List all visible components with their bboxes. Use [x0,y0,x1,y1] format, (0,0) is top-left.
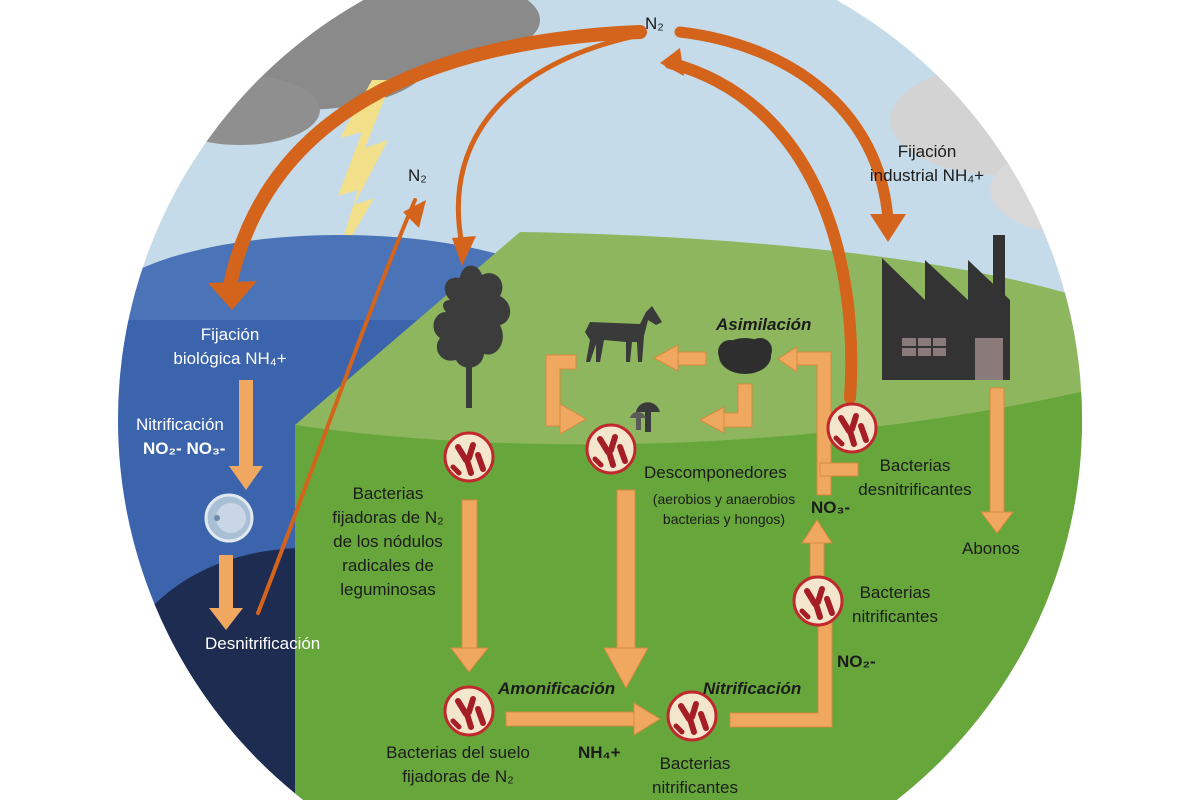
descomponedores-detalle: (aerobios y anaerobios bacterias y hongo… [640,489,808,529]
fijacion-biologica-line1: Fijación [200,325,260,344]
bacterias-fijadoras-nodulos-label: Bacterias fijadoras de N₂ de los nódulos… [318,482,458,602]
bfn-line4: radicales de [342,556,434,575]
bnr-line1: Bacterias [859,583,931,602]
bs-line2: fijadoras de N₂ [402,767,514,786]
bacterias-nitrificantes-bottom-label: Bacterias nitrificantes [640,752,750,800]
bd-line2: desnitrificantes [858,480,972,499]
bnb-line1: Bacterias [659,754,731,773]
horse-icon [585,306,662,362]
factory-icon [882,235,1010,380]
atmosphere-arcs [223,25,894,615]
water-arrows [209,380,263,630]
bnr-line2: nitrificantes [852,607,938,626]
nitrificacion-bottom-label: Nitrificación [703,679,802,698]
bfn-line2: fijadoras de N₂ [332,508,444,527]
bacterias-nitrificantes-right-label: Bacterias nitrificantes [840,581,950,629]
bfn-line5: leguminosas [340,580,436,599]
plankton-icon [204,493,254,543]
bacteria-icon [828,404,876,452]
n2-top-label: N₂ [645,14,664,33]
bacteria-icon [587,425,635,473]
bfn-line3: de los nódulos [333,532,443,551]
arrowhead [660,48,684,76]
bacterias-suelo-label: Bacterias del suelo fijadoras de N₂ [370,741,546,789]
bfn-line1: Bacterias [352,484,424,503]
lightning-icon [335,80,392,265]
bs-line1: Bacterias del suelo [386,743,530,762]
land-arrows [450,344,1015,736]
desc-detalle-line2: bacterias y hongos) [662,511,786,527]
descomponedores-label: Descomponedores [644,463,787,482]
shrub-icon [718,338,772,374]
bacterias-desnitrificantes-label: Bacterias desnitrificantes [840,454,990,502]
bacteria-icon [445,433,493,481]
fijacion-industrial-line1: Fijación [897,142,957,161]
tree-icon [433,265,511,408]
bacteria-icon [794,577,842,625]
desnitrificacion-label: Desnitrificación [205,634,321,653]
fijacion-industrial-label: Fijación industrial NH₄+ [862,140,992,188]
arrowhead [870,214,906,242]
asimilacion-label: Asimilación [716,315,812,334]
fijacion-biologica-label: Fijación biológica NH₄+ [150,323,310,371]
abonos-label: Abonos [962,539,1020,558]
nh4-label: NH₄+ [578,743,621,762]
fijacion-industrial-line2: industrial NH₄+ [869,166,985,185]
no2-no3-water-label: NO₂- NO₃- [143,439,226,458]
no2-label: NO₂- [837,652,876,671]
fijacion-biologica-line2: biológica NH₄+ [173,349,287,368]
arrowhead [452,236,476,266]
bd-line1: Bacterias [879,456,951,475]
bacteria-icon [445,687,493,735]
arrowhead [403,200,426,228]
no3-label: NO₃- [811,498,851,517]
nitrificacion-water-label: Nitrificación [136,415,224,434]
arrowhead [208,281,257,310]
desc-detalle-line1: (aerobios y anaerobios [652,491,796,507]
mushroom-icon [630,402,660,432]
n2-mid-label: N₂ [408,166,427,185]
amonificacion-label: Amonificación [498,679,616,698]
bnb-line2: nitrificantes [652,778,738,797]
